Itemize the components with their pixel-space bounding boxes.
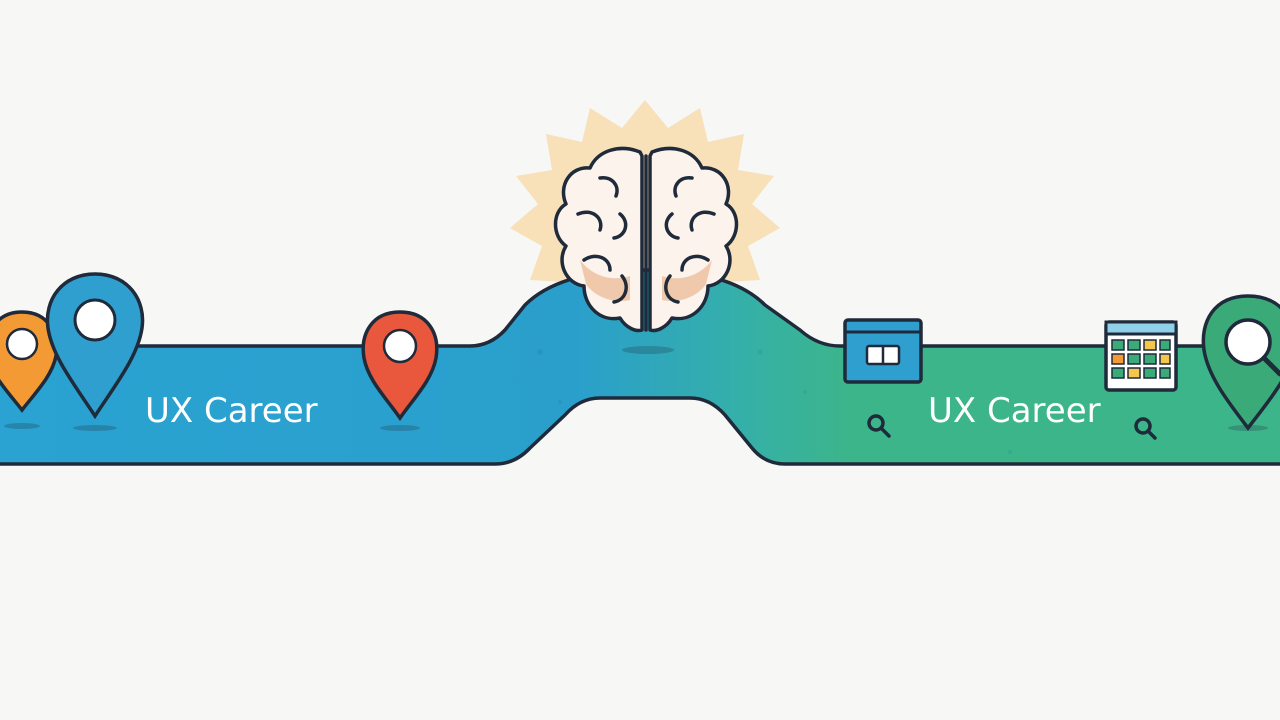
brain-icon bbox=[553, 146, 739, 333]
map-pin-icon bbox=[361, 310, 439, 422]
magnifier-icon bbox=[1134, 417, 1157, 440]
road-texture bbox=[537, 349, 1012, 454]
map-pin-icon bbox=[45, 272, 145, 420]
right-career-label: UX Career bbox=[928, 391, 1101, 431]
magnifier-icon bbox=[867, 414, 891, 438]
map-pin-search-icon bbox=[1201, 294, 1280, 431]
browser-window-icon bbox=[843, 318, 923, 384]
left-career-label: UX Career bbox=[145, 391, 318, 431]
career-road bbox=[0, 268, 1280, 466]
calendar-grid-icon bbox=[1104, 320, 1178, 392]
pin-shadows bbox=[4, 346, 1268, 431]
